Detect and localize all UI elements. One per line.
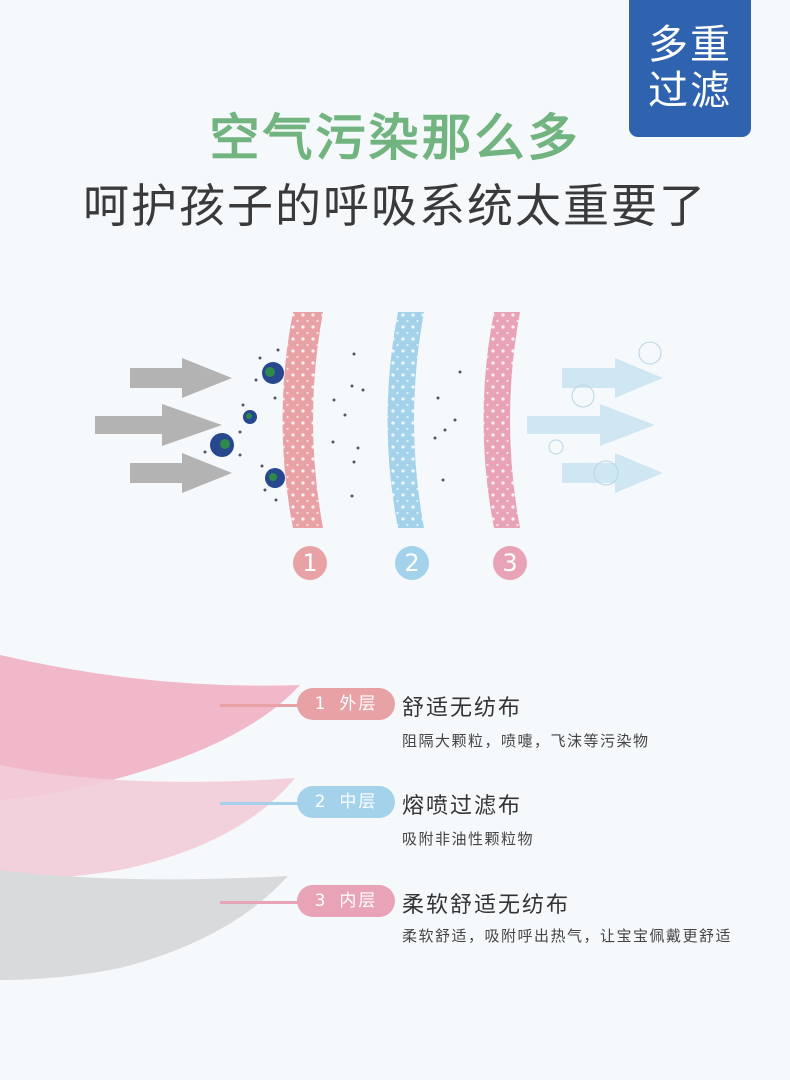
multi-filter-badge: 多重 过滤	[629, 0, 751, 137]
mask-layers-illustration	[0, 640, 330, 980]
layer-number-3: 3	[493, 546, 527, 580]
clean-air-arrows-icon	[527, 358, 663, 493]
layer-description: 吸附非油性颗粒物	[402, 830, 535, 848]
badge-line-1: 多重	[648, 22, 732, 68]
layer-description: 柔软舒适，吸附呼出热气，让宝宝佩戴更舒适	[402, 927, 733, 945]
layer-name: 柔软舒适无纺布	[402, 893, 571, 918]
layer-number-1: 1	[293, 546, 327, 580]
connector-line	[220, 901, 300, 904]
badge-line-2: 过滤	[648, 68, 732, 114]
connector-line	[220, 802, 300, 805]
layer-name: 熔喷过滤布	[402, 794, 523, 819]
incoming-air-arrows-icon	[95, 358, 232, 493]
layer-description: 阻隔大颗粒，喷嚏，飞沫等污染物	[402, 732, 650, 750]
layer-number-2: 2	[395, 546, 429, 580]
layer-name: 舒适无纺布	[402, 696, 523, 721]
headline-subtitle: 呵护孩子的呼吸系统太重要了	[83, 179, 707, 233]
fabric-layers-icon	[0, 655, 300, 980]
filtration-diagram: 1 2 3	[0, 290, 790, 600]
headline-title: 空气污染那么多	[209, 109, 581, 167]
filtration-illustration	[95, 312, 663, 528]
pollutant-particles-icon	[203, 348, 462, 502]
connector-line	[220, 704, 300, 707]
bubbles-icon	[548, 341, 662, 486]
